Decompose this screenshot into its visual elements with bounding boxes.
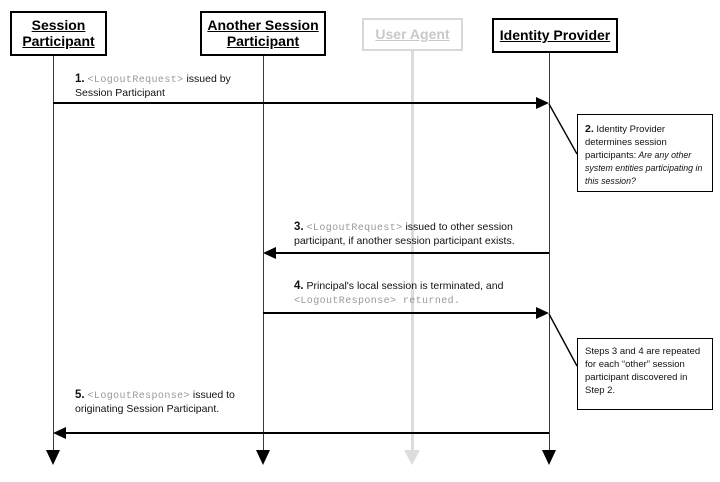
note-step-2-connector — [548, 103, 578, 155]
lifeline-identity-provider — [549, 53, 550, 450]
message-5-text: issued to — [189, 389, 235, 401]
message-1-label: 1. <LogoutRequest> issued by Session Par… — [75, 72, 335, 101]
lifeline-session-participant — [53, 56, 54, 450]
actor-label-line1: Session — [31, 17, 86, 34]
note-repeat-connector — [548, 313, 578, 367]
note-step-2-italic: Are any other system entities participat… — [585, 149, 703, 186]
note-repeat-steps: Steps 3 and 4 are repeated for each “oth… — [577, 338, 713, 410]
message-1-arrowhead — [536, 97, 549, 109]
message-3-arrowhead — [263, 247, 276, 259]
message-1-text: issued by — [183, 73, 231, 85]
actor-box-identity-provider: Identity Provider — [492, 18, 618, 53]
message-5-text-line2: originating Session Participant. — [75, 403, 220, 416]
message-4-number: 4. — [294, 280, 304, 292]
actor-label-line1: Another Session — [207, 17, 319, 34]
message-4-mono-line2: <LogoutResponse> returned. — [294, 296, 461, 308]
note-repeat-steps-text: Steps 3 and 4 are repeated for each “oth… — [585, 346, 701, 396]
message-1-line — [53, 102, 537, 104]
lifeline-user-agent — [411, 51, 414, 450]
actor-label-another-session-participant: Another Session Participant — [203, 18, 322, 48]
actor-label-line2: Participant — [226, 32, 300, 49]
actor-label-line1: Identity Provider — [499, 26, 611, 43]
message-1-number: 1. — [75, 73, 85, 85]
message-5-label: 5. <LogoutResponse> issued to originatin… — [75, 388, 325, 417]
message-5-line — [66, 432, 549, 434]
actor-label-line1: User Agent — [375, 25, 450, 42]
message-5-number: 5. — [75, 389, 85, 401]
actor-label-session-participant: Session Participant — [18, 18, 98, 48]
actor-label-line2: Participant — [22, 32, 95, 49]
message-4-text: Principal's local session is terminated,… — [303, 280, 504, 292]
actor-box-another-session-participant: Another Session Participant — [200, 11, 326, 56]
message-3-line — [276, 252, 549, 254]
message-4-label: 4. Principal's local session is terminat… — [294, 279, 562, 308]
actor-label-identity-provider: Identity Provider — [496, 26, 614, 43]
message-3-label: 3. <LogoutRequest> issued to other sessi… — [294, 220, 562, 249]
message-4-line — [263, 312, 536, 314]
message-1-mono: <LogoutRequest> — [87, 75, 184, 86]
note-step-2: 2. Identity Provider determines session … — [577, 114, 713, 192]
message-5-mono: <LogoutResponse> — [87, 391, 190, 402]
actor-box-session-participant: Session Participant — [10, 11, 107, 56]
message-3-number: 3. — [294, 221, 304, 233]
lifeline-arrowhead-identity-provider — [542, 450, 556, 465]
actor-label-user-agent: User Agent — [371, 25, 453, 42]
message-3-mono: <LogoutRequest> — [306, 223, 403, 234]
message-1-text-line2: Session Participant — [75, 87, 165, 100]
message-4-arrowhead — [536, 307, 549, 319]
lifeline-arrowhead-another-session-participant — [256, 450, 270, 465]
note-step-2-text: Identity Provider determines session par… — [585, 124, 667, 161]
actor-box-user-agent: User Agent — [362, 18, 463, 51]
message-3-text-line2: participant, if another session particip… — [294, 235, 515, 248]
lifeline-arrowhead-session-participant — [46, 450, 60, 465]
message-3-text: issued to other session — [402, 221, 513, 233]
message-5-arrowhead — [53, 427, 66, 439]
lifeline-arrowhead-user-agent — [404, 450, 420, 465]
note-step-2-number: 2. — [585, 123, 594, 135]
